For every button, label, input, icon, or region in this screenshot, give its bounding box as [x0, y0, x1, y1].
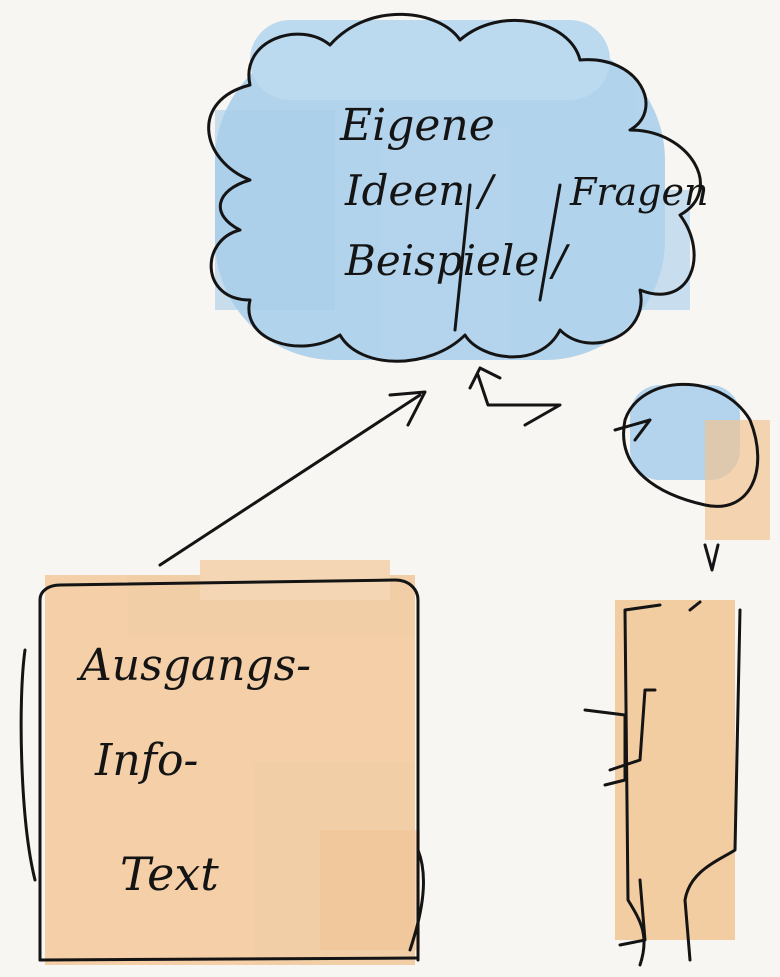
- scroll-fold: [583, 708, 627, 787]
- document-text-line-1: Ausgangs-: [76, 640, 311, 691]
- scroll-fold: [608, 688, 657, 772]
- document-bottom: [38, 956, 420, 962]
- arrow-icon: [468, 366, 562, 427]
- divider-line: [453, 183, 472, 332]
- cloud-icon: [207, 12, 702, 363]
- small-bubble-wash: [630, 385, 770, 540]
- cloud-text-line-4: Fragen: [569, 170, 708, 214]
- cloud-wash: [215, 20, 690, 360]
- thought-bubble-icon: [622, 382, 760, 508]
- cloud-text-line-1: Eigene: [339, 100, 495, 151]
- document-curl: [408, 848, 425, 952]
- arrow-icon: [158, 390, 427, 567]
- document-text-line-3: Text: [120, 847, 219, 901]
- divider-line: [538, 183, 562, 302]
- document-wash: [45, 560, 420, 965]
- document-text-line-2: Info-: [94, 735, 198, 786]
- scroll-icon: [623, 600, 742, 967]
- scroll-wash: [615, 600, 735, 940]
- cloud-text-line-2: Ideen /: [344, 166, 497, 215]
- cloud-text-line-3: Beispiele /: [344, 236, 571, 285]
- document-icon: [19, 578, 420, 962]
- connector-mark: [703, 543, 720, 572]
- bubble-pointer: [613, 418, 652, 442]
- scroll-fold: [618, 878, 647, 947]
